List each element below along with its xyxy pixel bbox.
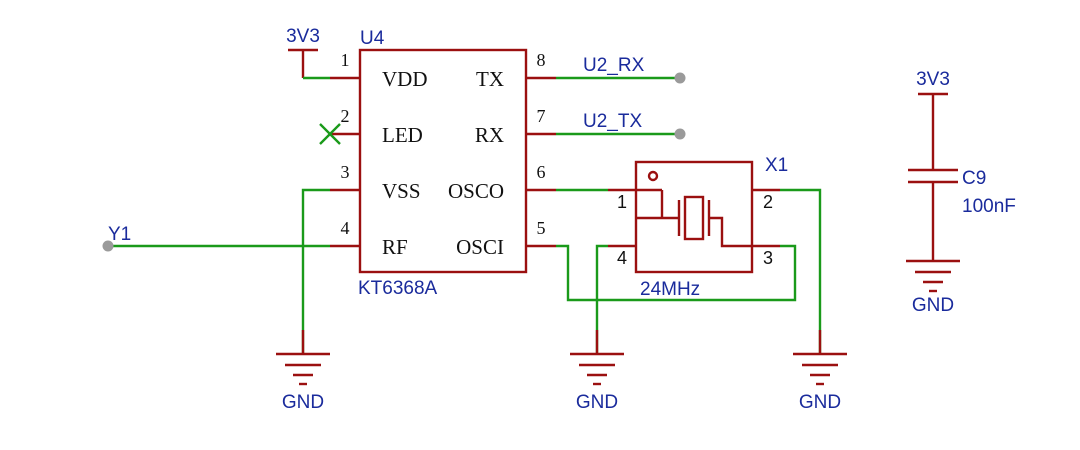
u4-pin6-number: 6 <box>537 162 546 182</box>
port-y1-dot <box>102 240 114 252</box>
x1-pin4-number: 4 <box>617 248 627 268</box>
u4-pin5-name: OSCI <box>456 235 504 259</box>
u4-designator: U4 <box>360 28 385 49</box>
gnd2-label: GND <box>576 392 618 413</box>
net-label-u2-rx: U2_RX <box>583 55 645 76</box>
u4-pin3-number: 3 <box>341 162 350 182</box>
u4-pin2-number: 2 <box>341 106 350 126</box>
u4-pin1-number: 1 <box>341 50 350 70</box>
x1-pin3-number: 3 <box>763 248 773 268</box>
u4-pin1-name: VDD <box>382 67 428 91</box>
x1-designator: X1 <box>765 155 788 176</box>
gnd4-label: GND <box>912 295 954 316</box>
wire-x1-pin4-gnd <box>595 244 608 354</box>
u4-pin8-name: TX <box>476 67 504 91</box>
wire-vss-gnd <box>301 188 330 354</box>
u4-pin4-number: 4 <box>341 218 350 238</box>
u4-pin7-number: 7 <box>537 106 546 126</box>
wire-osci-x1 <box>556 244 797 302</box>
x1-pin1-marker <box>647 170 659 182</box>
u4-pin5-number: 5 <box>537 218 546 238</box>
port-u2-tx-dot <box>674 128 686 140</box>
x1-pin1-number: 1 <box>617 192 627 212</box>
port-u2-rx-dot <box>674 72 686 84</box>
power-label-u4: 3V3 <box>286 26 320 47</box>
net-label-u2-tx: U2_TX <box>583 111 642 132</box>
u4-body <box>358 48 528 274</box>
x1-pin2-number: 2 <box>763 192 773 212</box>
u4-pin4-name: RF <box>382 235 408 259</box>
c9-designator: C9 <box>962 168 986 189</box>
net-label-y1: Y1 <box>108 224 131 245</box>
gnd1-label: GND <box>282 392 324 413</box>
u4-pin2-name: LED <box>382 123 423 147</box>
u4-value: KT6368A <box>358 278 438 299</box>
c9-value: 100nF <box>962 196 1016 217</box>
power-label-c9: 3V3 <box>916 69 950 90</box>
x1-lead-right <box>709 216 752 248</box>
gnd3-label: GND <box>799 392 841 413</box>
wire-x1-pin2-gnd <box>780 188 822 354</box>
u4-pin8-number: 8 <box>537 50 546 70</box>
x1-crystal-element <box>683 195 705 241</box>
u4-pin3-name: VSS <box>382 179 421 203</box>
u4-pin7-name: RX <box>475 123 504 147</box>
no-connect-x-b <box>319 123 341 145</box>
x1-value: 24MHz <box>640 279 700 300</box>
u4-pin6-name: OSCO <box>448 179 504 203</box>
